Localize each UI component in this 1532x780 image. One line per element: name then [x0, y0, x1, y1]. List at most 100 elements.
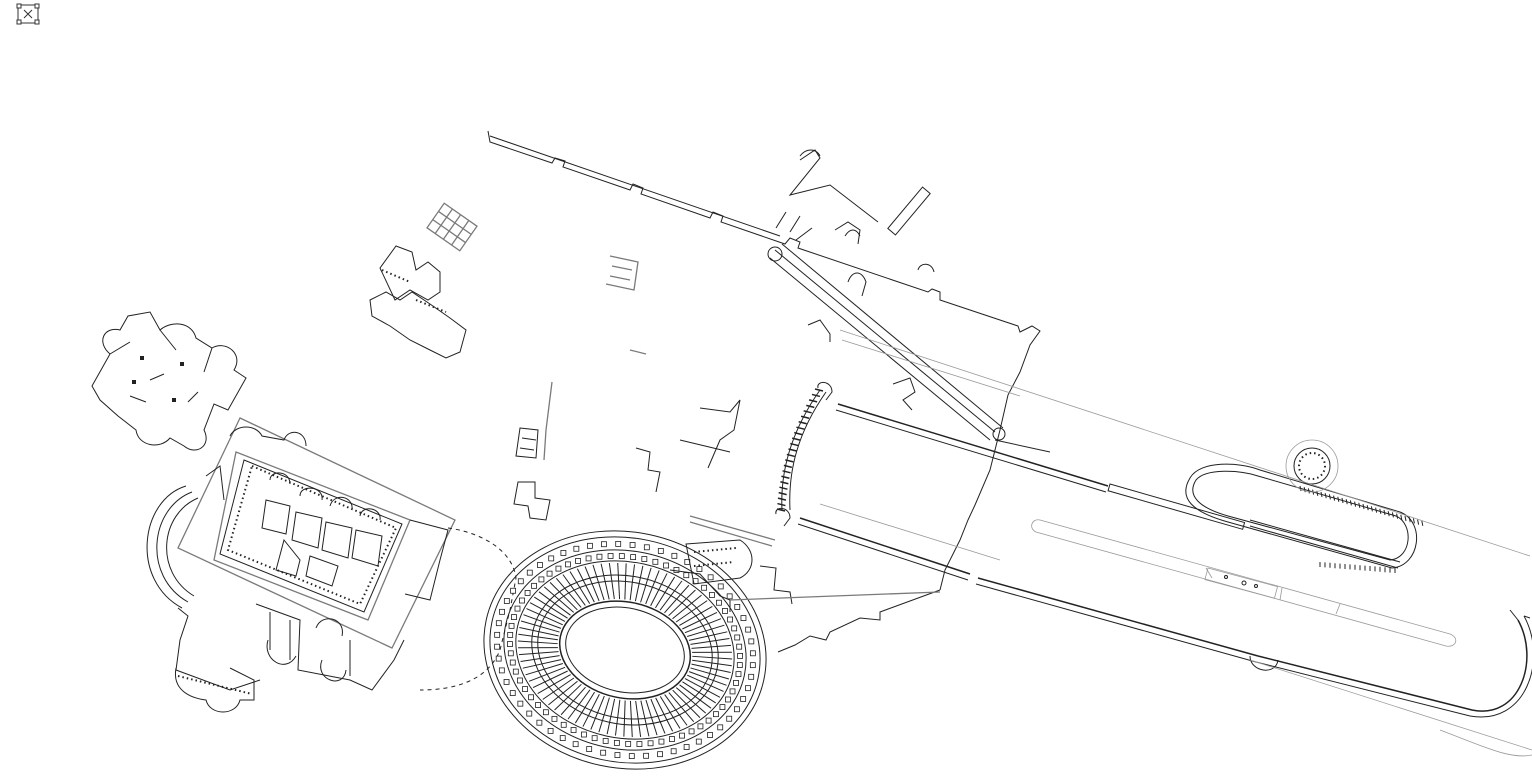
buttress [1396, 513, 1399, 519]
amphitheatre-piers [494, 541, 756, 759]
pier [696, 566, 703, 573]
radial-wall [520, 655, 560, 662]
pier [618, 553, 625, 559]
pier [517, 677, 523, 684]
colonnade-pier [796, 426, 805, 430]
radial-wall [645, 699, 658, 736]
radial-wall [614, 699, 621, 736]
radial-wall [526, 608, 563, 626]
radial-wall [624, 563, 627, 600]
pier [522, 686, 528, 692]
stadium-oval [1185, 463, 1424, 573]
buttress [1404, 515, 1407, 522]
pier [643, 544, 650, 551]
pier [630, 554, 637, 561]
colonnade-pier [778, 491, 787, 496]
pier [736, 643, 743, 650]
radial-wall [684, 618, 722, 634]
pier [695, 738, 702, 745]
radial-wall [533, 596, 568, 619]
pier [498, 667, 505, 674]
buttress [1299, 485, 1302, 492]
pier [707, 574, 714, 581]
pier [713, 711, 719, 718]
pier [509, 690, 516, 696]
street-lines [819, 329, 1532, 757]
pier [679, 732, 685, 739]
pier [503, 598, 510, 604]
pier [749, 662, 756, 669]
radial-wall [682, 611, 718, 630]
zoom-extents-button[interactable] [16, 2, 42, 26]
colonnade-pier [788, 448, 797, 452]
pier [740, 615, 747, 621]
pier [673, 567, 680, 573]
pier [601, 541, 607, 548]
radial-wall [554, 683, 582, 711]
radial-wall [684, 678, 721, 698]
pier [625, 741, 632, 747]
radial-wall [517, 640, 558, 645]
radial-wall [555, 577, 582, 608]
buttress [1408, 517, 1411, 523]
pier [748, 673, 755, 680]
pier [548, 555, 555, 562]
pier [657, 751, 663, 758]
pier [707, 732, 713, 738]
pier [519, 597, 525, 604]
pier [748, 638, 755, 645]
radial-wall [518, 633, 558, 641]
buttress [1358, 502, 1361, 508]
pier [727, 616, 733, 623]
radial-wall [659, 580, 683, 611]
radial-wall [650, 573, 668, 606]
radial-wall [668, 692, 695, 723]
pier [613, 739, 620, 746]
round-temple [1285, 439, 1339, 493]
pier [670, 748, 677, 755]
colonnade-pier [808, 399, 818, 403]
pier [596, 553, 603, 560]
pier [542, 709, 549, 716]
pier [587, 542, 593, 549]
radial-wall [538, 591, 571, 616]
colonnade-pier [814, 388, 824, 392]
pier [641, 556, 648, 562]
buttress [1328, 494, 1331, 500]
pier [658, 738, 665, 745]
pier [510, 587, 517, 594]
radial-wall [690, 638, 730, 645]
radial-wall [522, 659, 562, 669]
pier [512, 668, 519, 675]
pier [733, 680, 739, 686]
radial-wall [640, 567, 652, 603]
pier [726, 715, 733, 722]
radial-wall [582, 694, 600, 727]
colonnade-piers [776, 388, 824, 512]
pier [701, 584, 708, 591]
pier [560, 550, 567, 556]
pier [559, 735, 566, 741]
buttress [1324, 493, 1327, 499]
buttress [1366, 505, 1369, 511]
pier [511, 614, 517, 620]
pier [508, 622, 515, 629]
radial-wall [598, 697, 610, 733]
north-wall [487, 130, 1041, 653]
radial-wall [668, 589, 696, 617]
buttress [1307, 488, 1310, 494]
pier [547, 727, 554, 734]
radial-wall [617, 562, 621, 600]
colonnade-pier [780, 480, 789, 485]
radial-wall [659, 696, 681, 729]
radial-wall [664, 694, 688, 726]
radial-wall [672, 594, 702, 620]
radial-wall [672, 689, 701, 718]
pier [551, 715, 558, 722]
pier [495, 620, 502, 627]
pier [591, 735, 598, 742]
cruciform-building [91, 311, 247, 451]
radial-wall [687, 674, 724, 692]
pier [745, 685, 751, 692]
